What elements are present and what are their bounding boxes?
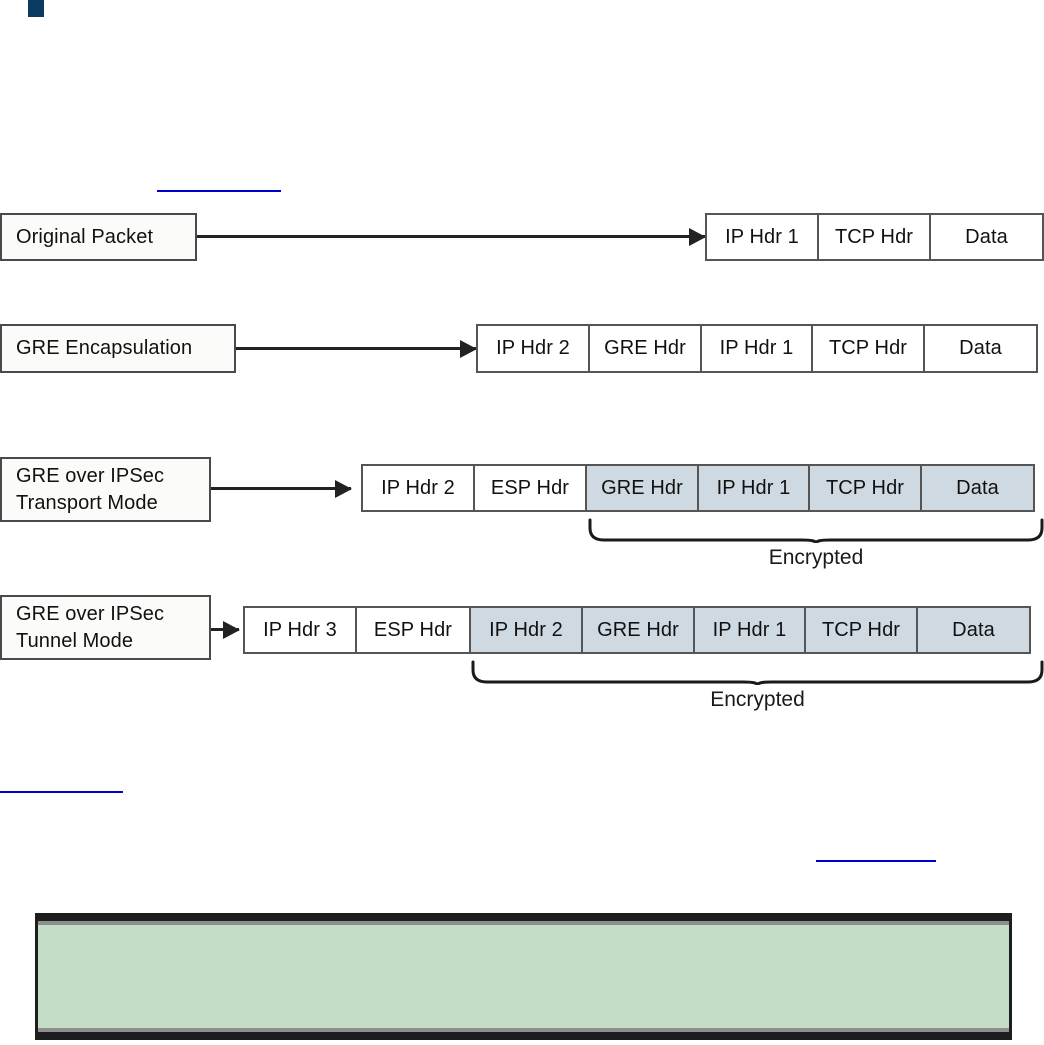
- packet-field-ip-hdr-2: IP Hdr 2: [361, 464, 475, 512]
- packet-field-ip-hdr-3: IP Hdr 3: [243, 606, 357, 654]
- packet-field-ip-hdr-2: IP Hdr 2: [469, 606, 583, 654]
- panel-top-cap: [38, 913, 1009, 921]
- encrypted-brace-gre-over-ipsec-tunnel-mode: [471, 660, 1044, 686]
- packet-field-data: Data: [923, 324, 1038, 373]
- packet-field-gre-hdr: GRE Hdr: [588, 324, 702, 373]
- label-box-gre-encapsulation: GRE Encapsulation: [0, 324, 236, 373]
- packet-field-tcp-hdr: TCP Hdr: [811, 324, 925, 373]
- hyperlink-underline-1[interactable]: [157, 190, 281, 192]
- connector-arrow-original-packet: [197, 235, 705, 238]
- packet-field-esp-hdr: ESP Hdr: [355, 606, 471, 654]
- packet-field-ip-hdr-2: IP Hdr 2: [476, 324, 590, 373]
- label-text-gre-encapsulation: GRE Encapsulation: [16, 337, 193, 360]
- content-panel: [35, 913, 1012, 1040]
- label-box-gre-over-ipsec-transport-mode: GRE over IPSec Transport Mode: [0, 457, 211, 522]
- label-text-gre-over-ipsec-transport-mode: GRE over IPSec Transport Mode: [16, 465, 165, 514]
- packet-field-ip-hdr-1: IP Hdr 1: [697, 464, 810, 512]
- hyperlink-underline-3[interactable]: [816, 860, 936, 862]
- label-box-gre-over-ipsec-tunnel-mode: GRE over IPSec Tunnel Mode: [0, 595, 211, 660]
- encrypted-brace-gre-over-ipsec-transport-mode: [588, 518, 1044, 544]
- blue-square-marker: [28, 0, 44, 17]
- packet-field-ip-hdr-1: IP Hdr 1: [700, 324, 813, 373]
- label-box-original-packet: Original Packet: [0, 213, 197, 261]
- packet-field-esp-hdr: ESP Hdr: [473, 464, 587, 512]
- packet-field-tcp-hdr: TCP Hdr: [808, 464, 922, 512]
- panel-top-rail: [38, 921, 1009, 925]
- connector-arrow-gre-encapsulation: [236, 347, 476, 350]
- connector-arrow-gre-over-ipsec-tunnel-mode: [211, 628, 239, 631]
- panel-bottom-rail: [38, 1028, 1009, 1032]
- packet-field-gre-hdr: GRE Hdr: [581, 606, 695, 654]
- packet-field-tcp-hdr: TCP Hdr: [804, 606, 918, 654]
- packet-field-gre-hdr: GRE Hdr: [585, 464, 699, 512]
- encrypted-label-gre-over-ipsec-tunnel-mode: Encrypted: [710, 688, 805, 711]
- label-text-gre-over-ipsec-tunnel-mode: GRE over IPSec Tunnel Mode: [16, 603, 165, 652]
- brace-glyph: [471, 660, 1044, 686]
- packet-field-data: Data: [929, 213, 1044, 261]
- packet-field-data: Data: [916, 606, 1031, 654]
- packet-field-ip-hdr-1: IP Hdr 1: [693, 606, 806, 654]
- label-text-original-packet: Original Packet: [16, 225, 154, 248]
- brace-glyph: [588, 518, 1044, 544]
- encrypted-label-gre-over-ipsec-transport-mode: Encrypted: [768, 546, 864, 569]
- packet-field-tcp-hdr: TCP Hdr: [817, 213, 931, 261]
- packet-field-data: Data: [920, 464, 1035, 512]
- panel-bottom-cap: [38, 1032, 1009, 1040]
- hyperlink-underline-2[interactable]: [0, 791, 123, 793]
- connector-arrow-gre-over-ipsec-transport-mode: [211, 487, 351, 490]
- packet-field-ip-hdr-1: IP Hdr 1: [705, 213, 819, 261]
